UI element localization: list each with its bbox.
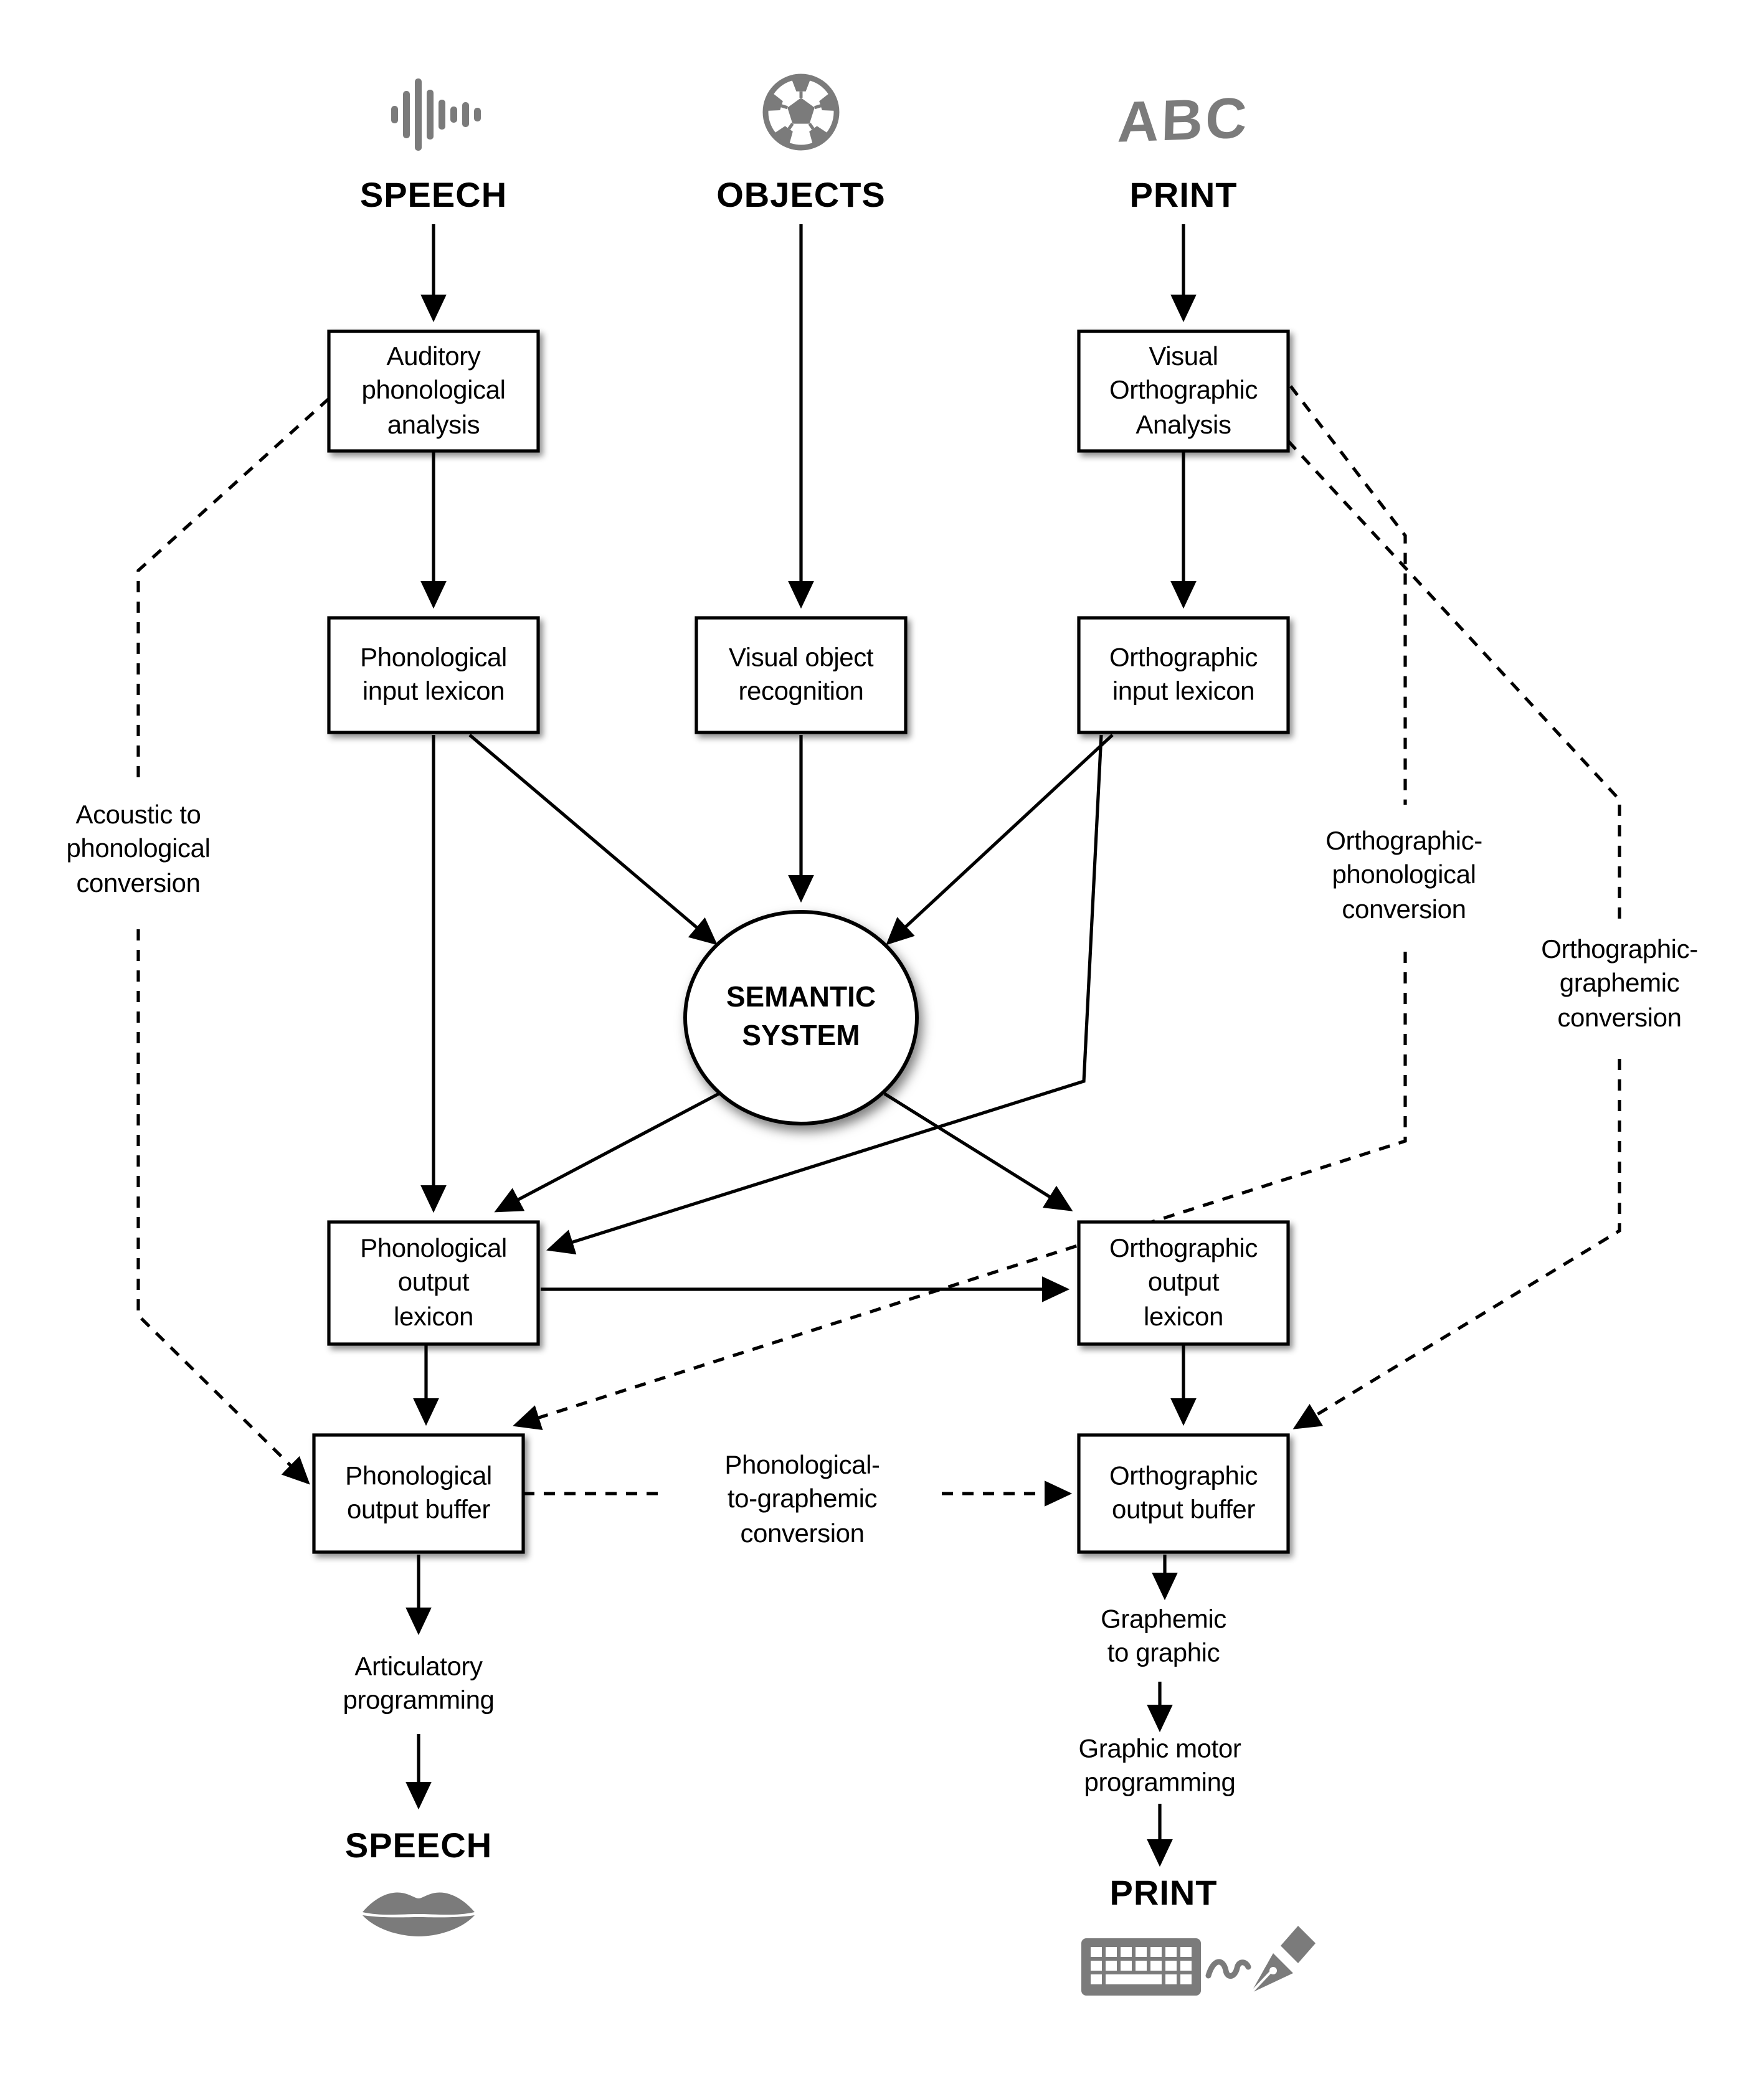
edge-orth-phon-conversion-upper [1289, 385, 1407, 805]
objects-input-label: OBJECTS [716, 176, 886, 214]
edge-semantic-to-phon-output-lexicon [494, 1092, 720, 1213]
orthographic-input-lexicon-box [1077, 616, 1290, 734]
edge-orth-input-lexicon-to-semantic [886, 734, 1114, 945]
fountain-pen-icon [1205, 1926, 1316, 1994]
edge-acoustic-conversion-upper [136, 397, 330, 782]
orthographic-output-buffer-box [1077, 1433, 1290, 1554]
articulatory-programming-label: Articulatory programming [343, 1652, 495, 1715]
dashed-edges [136, 385, 1621, 1507]
phonological-output-buffer-label: Phonological output buffer [345, 1462, 492, 1525]
phonological-output-buffer-box [312, 1433, 525, 1554]
edge-orth-graph-conversion-lower [1292, 1059, 1621, 1429]
orthographic-output-lexicon-box [1077, 1220, 1290, 1346]
phonological-input-lexicon-box [327, 616, 540, 734]
edge-phon-input-lexicon-to-semantic [468, 734, 718, 945]
orthographic-phonological-conversion-label: Orthographic- phonological conversion [1325, 827, 1482, 924]
graphic-motor-programming-label: Graphic motor programming [1078, 1735, 1241, 1798]
solid-edges [405, 224, 1197, 1867]
print-input-label: PRINT [1129, 176, 1238, 214]
edge-semantic-to-orth-output-lexicon [883, 1092, 1073, 1211]
soccer-ball-icon [762, 73, 840, 151]
edge-orth-input-lexicon-to-phon-output-lexicon [546, 734, 1103, 1255]
edge-acoustic-conversion-lower [136, 929, 310, 1485]
lips-icon [363, 1892, 475, 1936]
orthographic-output-buffer-label: Orthographic output buffer [1109, 1462, 1258, 1525]
graphemic-to-graphic-label: Graphemic to graphic [1101, 1605, 1226, 1668]
keyboard-icon [1081, 1938, 1201, 1996]
edge-orth-phon-conversion-lower [513, 952, 1407, 1430]
node-boxes [312, 329, 1290, 1554]
visual-object-recognition-label: Visual object recognition [728, 643, 874, 706]
phonological-to-graphemic-conversion-label: Phonological- to-graphemic conversion [724, 1451, 880, 1548]
auditory-phonological-analysis-label: Auditory phonological analysis [361, 343, 506, 440]
phonological-output-lexicon-box [327, 1220, 540, 1346]
auditory-phonological-analysis-box [327, 329, 540, 453]
visual-orthographic-analysis-label: Visual Orthographic Analysis [1109, 343, 1258, 440]
speech-output-label: SPEECH [344, 1826, 493, 1865]
handwritten-abc-icon: ABC [1116, 85, 1251, 154]
orthographic-graphemic-conversion-label: Orthographic- graphemic conversion [1541, 936, 1698, 1033]
speech-input-label: SPEECH [359, 176, 508, 214]
speech-waveform-icon [391, 78, 481, 151]
phonological-output-lexicon-label: Phonological output lexicon [360, 1234, 507, 1332]
orthographic-output-lexicon-label: Orthographic output lexicon [1109, 1234, 1258, 1332]
phonological-input-lexicon-label: Phonological input lexicon [360, 643, 507, 706]
visual-object-recognition-box [695, 616, 908, 734]
acoustic-to-phonological-conversion-label: Acoustic to phonological conversion [66, 801, 211, 898]
orthographic-input-lexicon-label: Orthographic input lexicon [1109, 643, 1258, 706]
semantic-system-label: SEMANTIC SYSTEM [726, 980, 876, 1051]
visual-orthographic-analysis-box [1077, 329, 1290, 453]
print-output-label: PRINT [1109, 1873, 1218, 1912]
semantic-system-ellipse [683, 910, 919, 1125]
